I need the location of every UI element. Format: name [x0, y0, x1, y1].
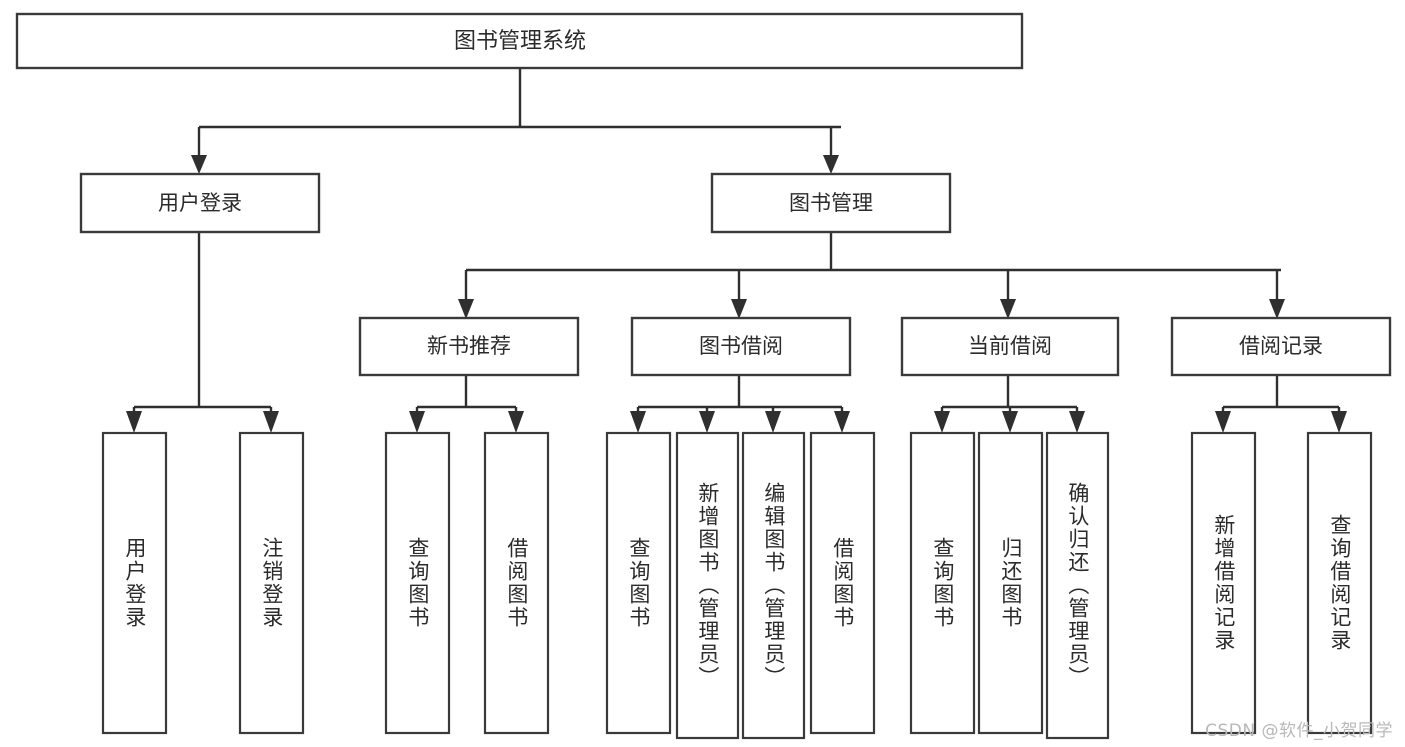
leaf-borrow-book-1-box[interactable] [483, 431, 550, 735]
arrow-head-leaf-query-book-1 [409, 411, 425, 433]
leaf-node-query-book-3[interactable] [909, 431, 976, 735]
node-book-manage-box[interactable] [710, 172, 952, 234]
leaf-user-login-box[interactable] [101, 431, 168, 735]
arrow-head-leaf-edit-book [765, 411, 781, 433]
arrow-head-leaf-borrow-book-1 [508, 411, 524, 433]
arrow-head-leaf-borrow-book-2 [834, 411, 850, 433]
leaf-node-logout-login[interactable] [238, 431, 305, 735]
arrow-head-leaf-confirm-return [1069, 411, 1085, 433]
node-current-borrow-box[interactable] [900, 316, 1120, 377]
leaf-node-edit-book[interactable] [741, 431, 806, 740]
leaf-edit-book-box[interactable] [741, 431, 806, 740]
leaf-node-add-record[interactable] [1190, 431, 1257, 735]
connector-group-root [191, 68, 841, 174]
node-new-book-recommend-box[interactable] [358, 316, 580, 377]
leaf-node-confirm-return[interactable] [1045, 431, 1110, 740]
node-root-label: 图书管理系统 [454, 29, 586, 54]
connector-group-new-book-recommend [409, 375, 524, 433]
node-borrow-record-label: 借阅记录 [1239, 334, 1323, 358]
arrow-head-current-borrow [1000, 299, 1016, 319]
arrow-head-leaf-add-book [699, 411, 715, 433]
node-book-manage-label: 图书管理 [789, 191, 873, 215]
connector-group-borrow-record [1215, 375, 1347, 433]
leaf-confirm-return-box[interactable] [1045, 431, 1110, 740]
arrow-head-leaf-query-book-3 [934, 411, 950, 433]
arrow-head-leaf-query-record [1331, 411, 1347, 433]
arrow-head-new-book-recommend [458, 299, 474, 319]
leaf-node-user-login[interactable] [101, 431, 168, 735]
leaf-borrow-book-2-box[interactable] [809, 431, 876, 735]
leaf-add-book-box[interactable] [675, 431, 740, 740]
leaf-node-add-book[interactable] [675, 431, 740, 740]
node-new-book-recommend[interactable]: 新书推荐 [358, 316, 580, 377]
arrow-head-book-borrow [731, 299, 747, 319]
arrow-head-book-manage [823, 155, 839, 174]
leaf-node-query-book-1[interactable] [384, 431, 451, 735]
node-user-login-box[interactable] [79, 172, 321, 234]
arrow-head-borrow-record [1269, 299, 1285, 319]
node-book-manage[interactable]: 图书管理 [710, 172, 952, 234]
connector-group-book-manage [458, 232, 1285, 319]
node-user-login[interactable]: 用户登录 [79, 172, 321, 234]
node-book-borrow-box[interactable] [630, 316, 852, 377]
arrow-head-leaf-add-record [1215, 411, 1231, 433]
node-book-borrow[interactable]: 图书借阅 [630, 316, 852, 377]
node-root[interactable]: 图书管理系统 [15, 12, 1024, 70]
leaf-query-book-3-box[interactable] [909, 431, 976, 735]
node-new-book-recommend-label: 新书推荐 [427, 334, 511, 358]
node-current-borrow-label: 当前借阅 [968, 334, 1052, 358]
watermark: CSDN @软件_小贺同学 [1205, 721, 1393, 741]
connector-group-current-borrow [934, 375, 1085, 433]
node-root-box[interactable] [15, 12, 1024, 70]
node-user-login-label: 用户登录 [158, 191, 242, 215]
leaf-query-book-2-box[interactable] [605, 431, 672, 735]
node-borrow-record[interactable]: 借阅记录 [1170, 316, 1392, 377]
leaf-add-record-box[interactable] [1190, 431, 1257, 735]
leaf-return-book-box[interactable] [977, 431, 1044, 735]
connector-group-book-borrow [630, 375, 850, 433]
leaf-node-query-book-2[interactable] [605, 431, 672, 735]
arrow-head-leaf-logout-login [263, 411, 279, 433]
arrow-head-leaf-user-login [126, 411, 142, 433]
arrow-head-leaf-return-book [1002, 411, 1018, 433]
leaf-node-return-book[interactable] [977, 431, 1044, 735]
arrow-head-user-login [191, 155, 207, 174]
node-borrow-record-box[interactable] [1170, 316, 1392, 377]
connector-group-user-login [126, 232, 279, 433]
leaf-node-borrow-book-1[interactable] [483, 431, 550, 735]
leaf-node-query-record[interactable] [1306, 431, 1373, 735]
node-book-borrow-label: 图书借阅 [699, 334, 783, 358]
arrow-head-leaf-query-book-2 [630, 411, 646, 433]
leaf-node-borrow-book-2[interactable] [809, 431, 876, 735]
leaf-query-book-1-box[interactable] [384, 431, 451, 735]
leaf-logout-login-box[interactable] [238, 431, 305, 735]
leaf-query-record-box[interactable] [1306, 431, 1373, 735]
node-current-borrow[interactable]: 当前借阅 [900, 316, 1120, 377]
